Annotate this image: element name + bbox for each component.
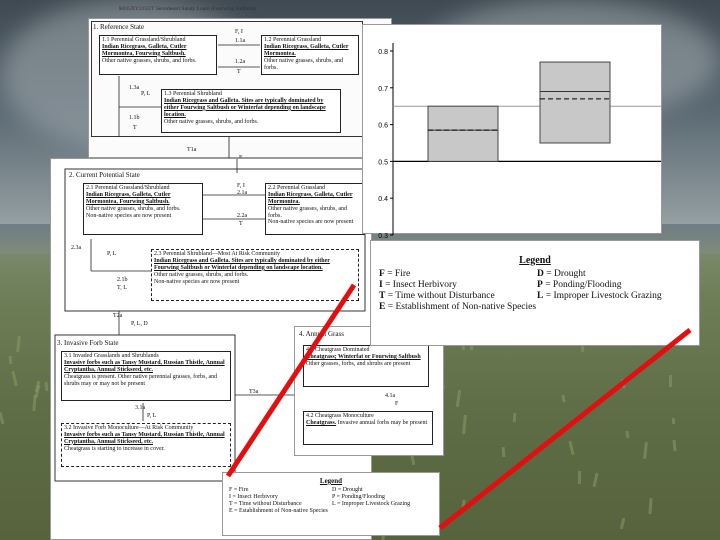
- arrow-label: T2a: [113, 313, 122, 319]
- community-3-2: 3.2 Invasive Forb Monoculture—At Risk Co…: [61, 423, 231, 467]
- community-title: 3.1 Invaded Grasslands and Shrublands: [64, 353, 228, 360]
- legend-text: = Time without Disturbance: [385, 291, 494, 301]
- box-plot: 0.80.70.60.50.40.3: [363, 25, 663, 235]
- community-4-2: 4.2 Cheatgrass Monoculture Cheatgrass. I…: [303, 411, 433, 445]
- legend-item: I = Insect Herbivory: [379, 280, 537, 290]
- community-title: 3.2 Invasive Forb Monoculture—At Risk Co…: [64, 425, 228, 432]
- community-species: Invasive forbs such as Tansy Mustard, Ru…: [64, 360, 228, 374]
- y-tick-label: 0.4: [378, 196, 388, 203]
- arrow-label: 2.3a: [71, 245, 81, 251]
- y-tick-label: 0.3: [378, 233, 388, 240]
- legend-item: F = Fire: [379, 269, 537, 279]
- legend-item: D = Drought: [332, 487, 435, 493]
- legend-item: E = Establishment of Non-native Species: [229, 508, 435, 514]
- community-species: Cheatgrass; Winterfat or Fourwing Saltbu…: [306, 354, 426, 361]
- legend-text: = Drought: [544, 269, 586, 279]
- box: [428, 106, 498, 161]
- community-rest: Other grasses, forbs, and shrubs are pre…: [306, 361, 426, 368]
- arrow-label: 2.1a: [237, 190, 247, 196]
- arrow-label: T, L: [117, 285, 127, 291]
- community-2-1: 2.1 Perennial Grassland/Shrubland Indian…: [83, 183, 203, 235]
- legend-item: T = Time without Disturbance: [379, 291, 537, 301]
- y-tick-label: 0.7: [378, 86, 388, 93]
- box: [540, 62, 610, 143]
- community-title: 4.1 Cheatgrass Dominated: [306, 347, 426, 354]
- community-title: 2.3 Perennial Shrubland—Most At Risk Com…: [154, 251, 356, 258]
- legend-title: Legend: [223, 477, 439, 485]
- reference-state-sheet: R035XY215UT Semidesert Sandy Loam (Fourw…: [88, 18, 392, 158]
- community-rest: Invasive annual forbs may be present: [338, 420, 427, 426]
- community-note: Non-native species are now present: [86, 213, 200, 220]
- community-2-3: 2.3 Perennial Shrubland—Most At Risk Com…: [151, 249, 359, 301]
- legend-item: E = Establishment of Non-native Species: [379, 302, 697, 312]
- state-4-title: 4. Annual Grass: [299, 330, 344, 338]
- legend-text: = Ponding/Flooding: [543, 280, 622, 290]
- legend-item: I = Insect Herbivory: [229, 494, 332, 500]
- community-species: Invasive forbs such as Tansy Mustard, Ru…: [64, 432, 228, 446]
- y-tick-label: 0.6: [378, 123, 388, 130]
- y-tick-label: 0.8: [378, 49, 388, 56]
- arrow-label: P, L: [107, 251, 116, 257]
- community-species: Indian Ricegrass and Galleta. Sites are …: [154, 258, 356, 272]
- legend-text: = Insect Herbivory: [383, 280, 457, 290]
- arrow-label: 2.2a: [237, 213, 247, 219]
- grass-blade: [502, 447, 506, 457]
- arrow-label: 2.1b: [117, 277, 128, 283]
- legend-item: L = Improper Livestock Grazing: [332, 501, 435, 507]
- arrow-label: F: [395, 401, 398, 407]
- grass-blade: [44, 382, 48, 391]
- community-2-2: 2.2 Perennial Grassland Indian Ricegrass…: [265, 183, 365, 235]
- legend-item: L = Improper Livestock Grazing: [537, 291, 697, 301]
- legend-key: D: [537, 269, 544, 279]
- legend-text: = Fire: [385, 269, 410, 279]
- reference-arrows: [89, 19, 393, 159]
- community-note: Non-native species are now present: [268, 219, 362, 226]
- grass-blade: [669, 375, 672, 387]
- community-4-1: 4.1 Cheatgrass Dominated Cheatgrass; Win…: [303, 345, 429, 387]
- arrow-label: T3a: [249, 389, 258, 395]
- community-species: Indian Ricegrass, Galleta, Cutler Mormon…: [86, 192, 200, 206]
- state-2-title: 2. Current Potential State: [69, 171, 140, 179]
- state-3-title: 3. Invasive Forb State: [57, 339, 118, 347]
- community-note: Non-native species are now present: [154, 279, 356, 286]
- community-rest: Other native grasses, shrubs, and forbs.: [154, 272, 356, 279]
- community-rest: Other native grasses, shrubs, and forbs.: [268, 206, 362, 220]
- arrow-label: F, I: [237, 183, 245, 189]
- arrow-label: P, L: [147, 413, 156, 419]
- community-title: 2.2 Perennial Grassland: [268, 185, 362, 192]
- legend-text: = Improper Livestock Grazing: [543, 291, 661, 301]
- arrow-label: 4.1a: [385, 393, 395, 399]
- community-rest: Cheatgrass is starting to increase in co…: [64, 446, 228, 453]
- grass-blade: [578, 471, 581, 484]
- sheet-header: R035XY215UT Semidesert Sandy Loam (Fourw…: [119, 6, 256, 12]
- legend-text: = Establishment of Non-native Species: [385, 302, 536, 312]
- community-title: 4.2 Cheatgrass Monoculture: [306, 413, 430, 420]
- legend-item: T = Time without Disturbance: [229, 501, 332, 507]
- arrow-label: 3.1a: [135, 405, 145, 411]
- legend-title: Legend: [371, 255, 699, 266]
- grass-blade: [671, 418, 674, 425]
- community-title: 2.1 Perennial Grassland/Shrubland: [86, 185, 200, 192]
- y-tick-label: 0.5: [378, 159, 388, 166]
- legend-items: F = Fire D = Drought I = Insect Herbivor…: [229, 487, 435, 514]
- legend-small: Legend F = Fire D = Drought I = Insect H…: [222, 472, 440, 536]
- legend-item: P = Ponding/Flooding: [537, 280, 697, 290]
- arrow-label: T: [239, 221, 243, 227]
- arrow-label: P, L, D: [131, 321, 148, 327]
- community-3-1: 3.1 Invaded Grasslands and Shrublands In…: [61, 351, 231, 401]
- legend-item: P = Ponding/Flooding: [332, 494, 435, 500]
- community-rest: Cheatgrass is present. Other native pere…: [64, 374, 228, 388]
- grass-blade: [512, 413, 516, 422]
- community-species: Cheatgrass.: [306, 420, 336, 426]
- community-species: Indian Ricegrass, Galleta, Cutler Mormon…: [268, 192, 362, 206]
- community-rest: Other native grasses, shrubs, and forbs.: [86, 206, 200, 213]
- legend-item: D = Drought: [537, 269, 697, 279]
- legend-item: F = Fire: [229, 487, 332, 493]
